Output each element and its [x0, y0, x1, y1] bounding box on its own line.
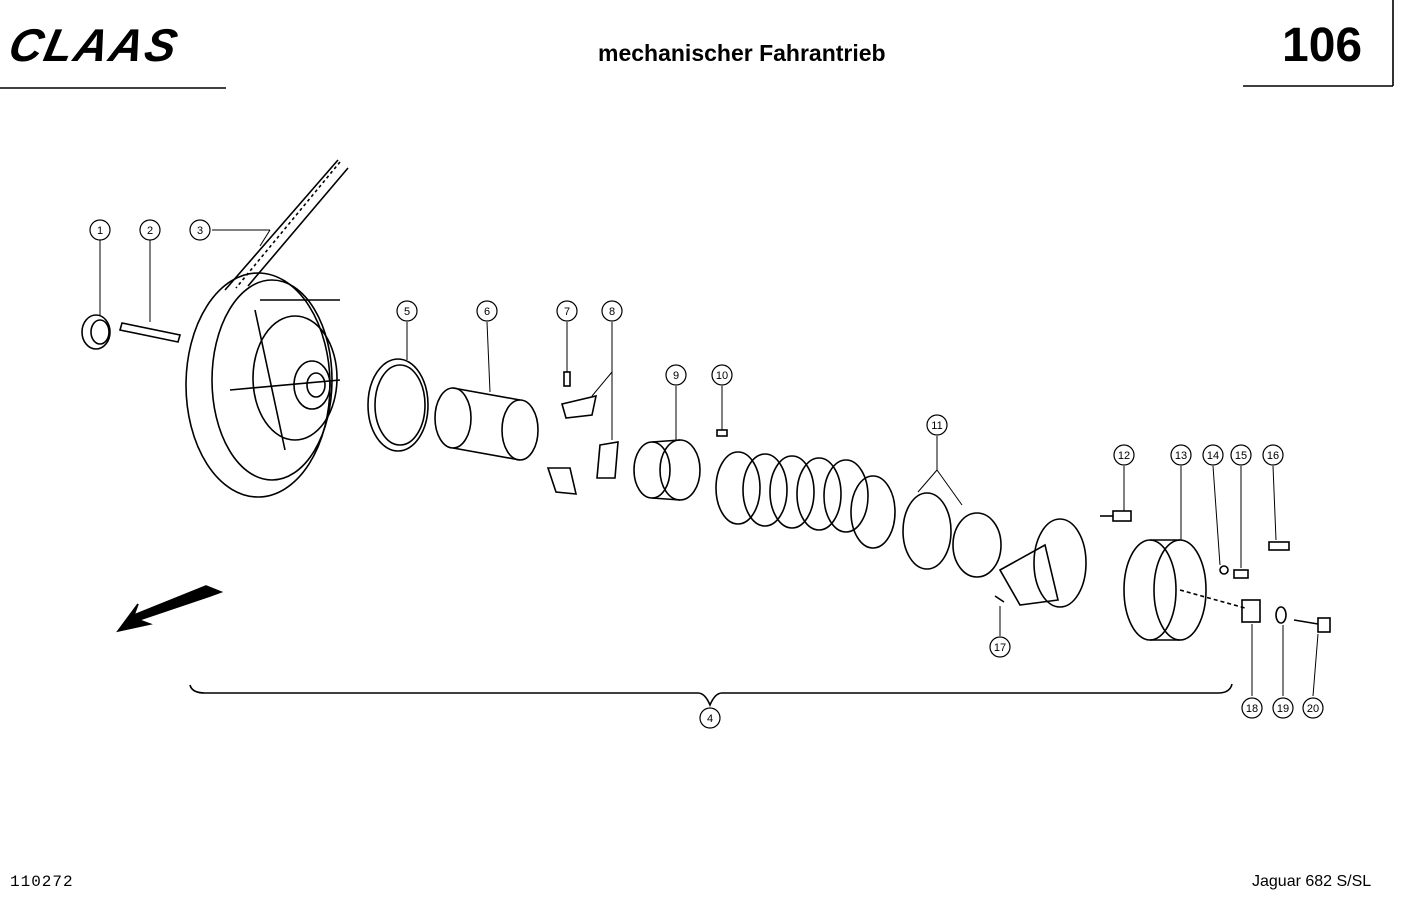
- part-19-washer: [1275, 606, 1287, 624]
- part-2-key: [118, 322, 182, 343]
- svg-text:7: 7: [564, 306, 570, 318]
- svg-text:15: 15: [1235, 450, 1247, 462]
- callout-20: 20: [1302, 697, 1324, 719]
- diagram-title: mechanischer Fahrantrieb: [598, 40, 886, 66]
- part-8-sliding-shoes: [546, 394, 619, 495]
- machine-model: Jaguar 682 S/SL: [1252, 873, 1372, 890]
- part-5-snap-ring: [367, 358, 429, 452]
- callout-16: 16: [1262, 444, 1284, 466]
- callout-3: 3: [189, 219, 211, 241]
- direction-arrow: [116, 585, 224, 633]
- callout-8: 8: [601, 300, 623, 322]
- part-15-screw: [1233, 569, 1249, 579]
- svg-text:18: 18: [1246, 703, 1258, 715]
- svg-text:1: 1: [97, 225, 103, 237]
- part-1-seal-ring: [81, 314, 111, 350]
- part-10-pin: [716, 429, 728, 437]
- callout-19: 19: [1272, 697, 1294, 719]
- svg-text:9: 9: [673, 370, 679, 382]
- svg-text:20: 20: [1307, 703, 1319, 715]
- svg-text:4: 4: [707, 713, 713, 725]
- page-number: 106: [1282, 19, 1363, 72]
- svg-text:8: 8: [609, 306, 615, 318]
- callout-10: 10: [711, 364, 733, 386]
- leader-lines: [99, 229, 1319, 697]
- part-16-plate: [1268, 541, 1290, 551]
- callout-15: 15: [1230, 444, 1252, 466]
- callout-14: 14: [1202, 444, 1224, 466]
- part-3-v-belt: [224, 159, 349, 291]
- counter-plate: [998, 518, 1087, 608]
- svg-text:17: 17: [994, 642, 1006, 654]
- callout-6: 6: [476, 300, 498, 322]
- part-14-washer: [1219, 565, 1229, 575]
- callout-2: 2: [139, 219, 161, 241]
- callout-12: 12: [1113, 444, 1135, 466]
- callout-5: 5: [396, 300, 418, 322]
- callout-17: 17: [989, 636, 1011, 658]
- part-13-hub: [1123, 539, 1246, 641]
- svg-text:3: 3: [197, 225, 203, 237]
- part-20-bolt: [1293, 617, 1331, 633]
- svg-text:14: 14: [1207, 450, 1219, 462]
- svg-text:5: 5: [404, 306, 410, 318]
- svg-text:16: 16: [1267, 450, 1279, 462]
- svg-text:13: 13: [1175, 450, 1187, 462]
- callout-11: 11: [926, 414, 948, 436]
- part-12-bolt: [1100, 510, 1132, 522]
- part-17-pin: [994, 595, 1005, 603]
- svg-text:10: 10: [716, 370, 728, 382]
- svg-text:11: 11: [931, 420, 942, 432]
- document-number: 110272: [10, 873, 74, 891]
- part-9-cam-ring: [633, 439, 701, 501]
- assembly-bracket: [189, 683, 1233, 708]
- part-6-bushing: [434, 387, 539, 461]
- part-18-bushing: [1241, 599, 1261, 623]
- callout-13: 13: [1170, 444, 1192, 466]
- callout-4: 4: [699, 707, 721, 729]
- callout-markers: 1 2 3 4 5 6 7 8 9 10 11 12 13 14 15 16 1…: [89, 219, 1324, 729]
- callout-7: 7: [556, 300, 578, 322]
- svg-text:6: 6: [484, 306, 490, 318]
- callout-9: 9: [665, 364, 687, 386]
- callout-18: 18: [1241, 697, 1263, 719]
- svg-text:12: 12: [1118, 450, 1130, 462]
- part-11-spring: [715, 451, 1002, 578]
- callout-1: 1: [89, 219, 111, 241]
- svg-text:2: 2: [147, 225, 153, 237]
- svg-text:19: 19: [1277, 703, 1289, 715]
- variator-pulley: [185, 272, 341, 498]
- part-7-pin: [563, 371, 571, 387]
